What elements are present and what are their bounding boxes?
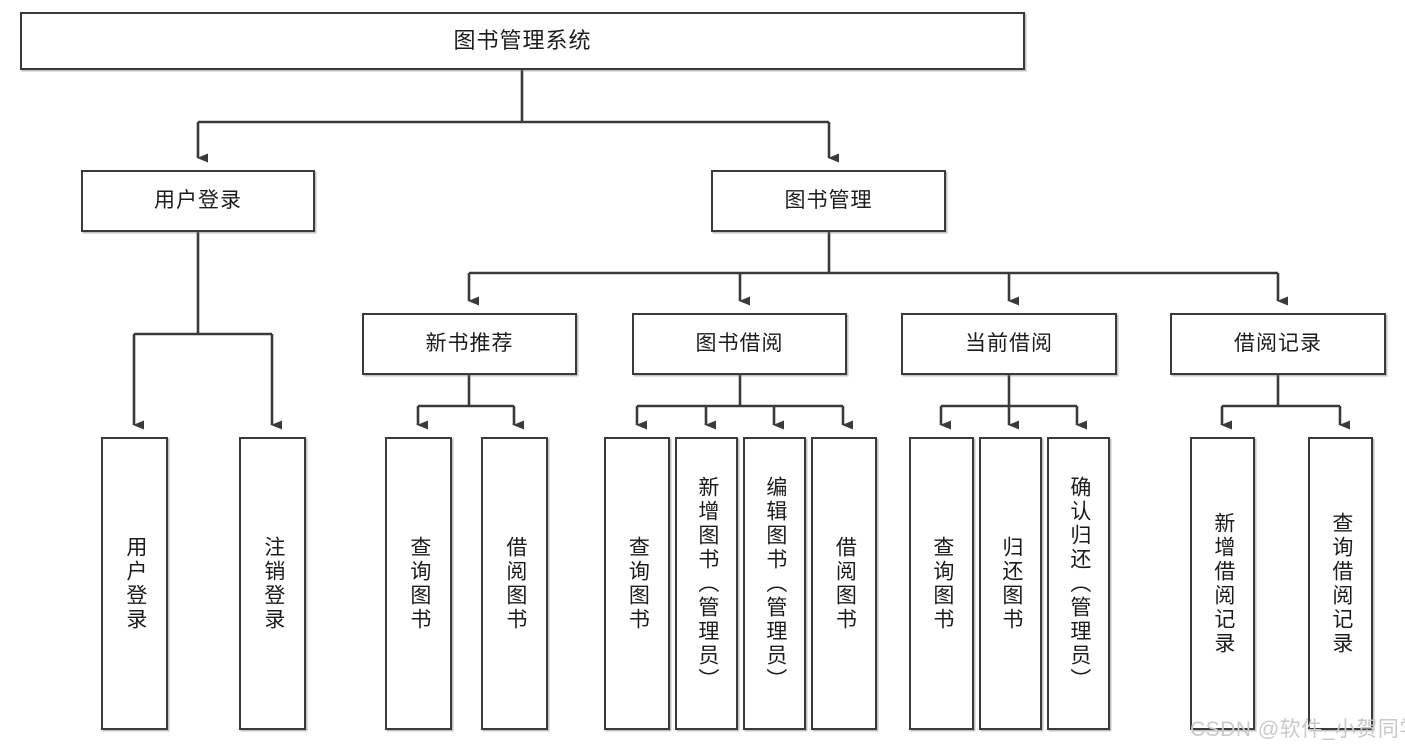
node-book-management-label: 图书管理 — [784, 189, 873, 213]
node-current-borrow[interactable]: 当前借阅 — [901, 313, 1117, 375]
node-book-borrow-label: 图书借阅 — [695, 332, 784, 356]
node-root[interactable]: 图书管理系统 — [20, 12, 1025, 70]
leaf-user-login-label: 用户登录 — [123, 535, 147, 632]
leaf-records-query-record-label: 查询借阅记录 — [1329, 511, 1353, 656]
node-user-login[interactable]: 用户登录 — [81, 170, 315, 232]
leaf-borrow-query-book[interactable]: 查询图书 — [604, 437, 670, 730]
node-borrow-records[interactable]: 借阅记录 — [1170, 313, 1386, 375]
node-book-borrow[interactable]: 图书借阅 — [632, 313, 847, 375]
leaf-current-confirm-return-label: 确认归还（管理员） — [1067, 475, 1091, 692]
node-current-borrow-label: 当前借阅 — [965, 332, 1053, 356]
leaf-logout[interactable]: 注销登录 — [239, 437, 306, 730]
leaf-current-query-book[interactable]: 查询图书 — [909, 437, 974, 730]
node-book-management[interactable]: 图书管理 — [711, 170, 946, 232]
node-new-book-recommend[interactable]: 新书推荐 — [362, 313, 577, 375]
leaf-newbook-borrow-book[interactable]: 借阅图书 — [481, 437, 548, 730]
leaf-records-query-record[interactable]: 查询借阅记录 — [1308, 437, 1373, 730]
leaf-current-return-book-label: 归还图书 — [999, 535, 1023, 632]
csdn-watermark: CSDN @软件_小贺同学 — [1190, 718, 1405, 741]
node-root-label: 图书管理系统 — [453, 27, 592, 53]
leaf-borrow-borrow-book[interactable]: 借阅图书 — [811, 437, 877, 730]
leaf-records-add-record-label: 新增借阅记录 — [1211, 511, 1235, 656]
leaf-newbook-borrow-book-label: 借阅图书 — [503, 535, 527, 632]
leaf-newbook-query-book[interactable]: 查询图书 — [385, 437, 452, 730]
leaf-newbook-query-book-label: 查询图书 — [407, 535, 431, 632]
leaf-records-add-record[interactable]: 新增借阅记录 — [1190, 437, 1255, 730]
leaf-borrow-add-book[interactable]: 新增图书（管理员） — [675, 437, 738, 730]
leaf-borrow-borrow-book-label: 借阅图书 — [833, 535, 857, 632]
node-borrow-records-label: 借阅记录 — [1234, 332, 1322, 356]
node-user-login-label: 用户登录 — [154, 189, 242, 213]
leaf-borrow-edit-book[interactable]: 编辑图书（管理员） — [743, 437, 806, 730]
leaf-logout-label: 注销登录 — [261, 535, 285, 632]
leaf-user-login[interactable]: 用户登录 — [101, 437, 168, 730]
leaf-borrow-edit-book-label: 编辑图书（管理员） — [763, 475, 787, 692]
node-new-book-recommend-label: 新书推荐 — [425, 332, 514, 356]
leaf-borrow-add-book-label: 新增图书（管理员） — [695, 475, 719, 692]
leaf-borrow-query-book-label: 查询图书 — [626, 535, 650, 632]
leaf-current-return-book[interactable]: 归还图书 — [979, 437, 1042, 730]
leaf-current-query-book-label: 查询图书 — [930, 535, 954, 632]
leaf-current-confirm-return[interactable]: 确认归还（管理员） — [1047, 437, 1110, 730]
